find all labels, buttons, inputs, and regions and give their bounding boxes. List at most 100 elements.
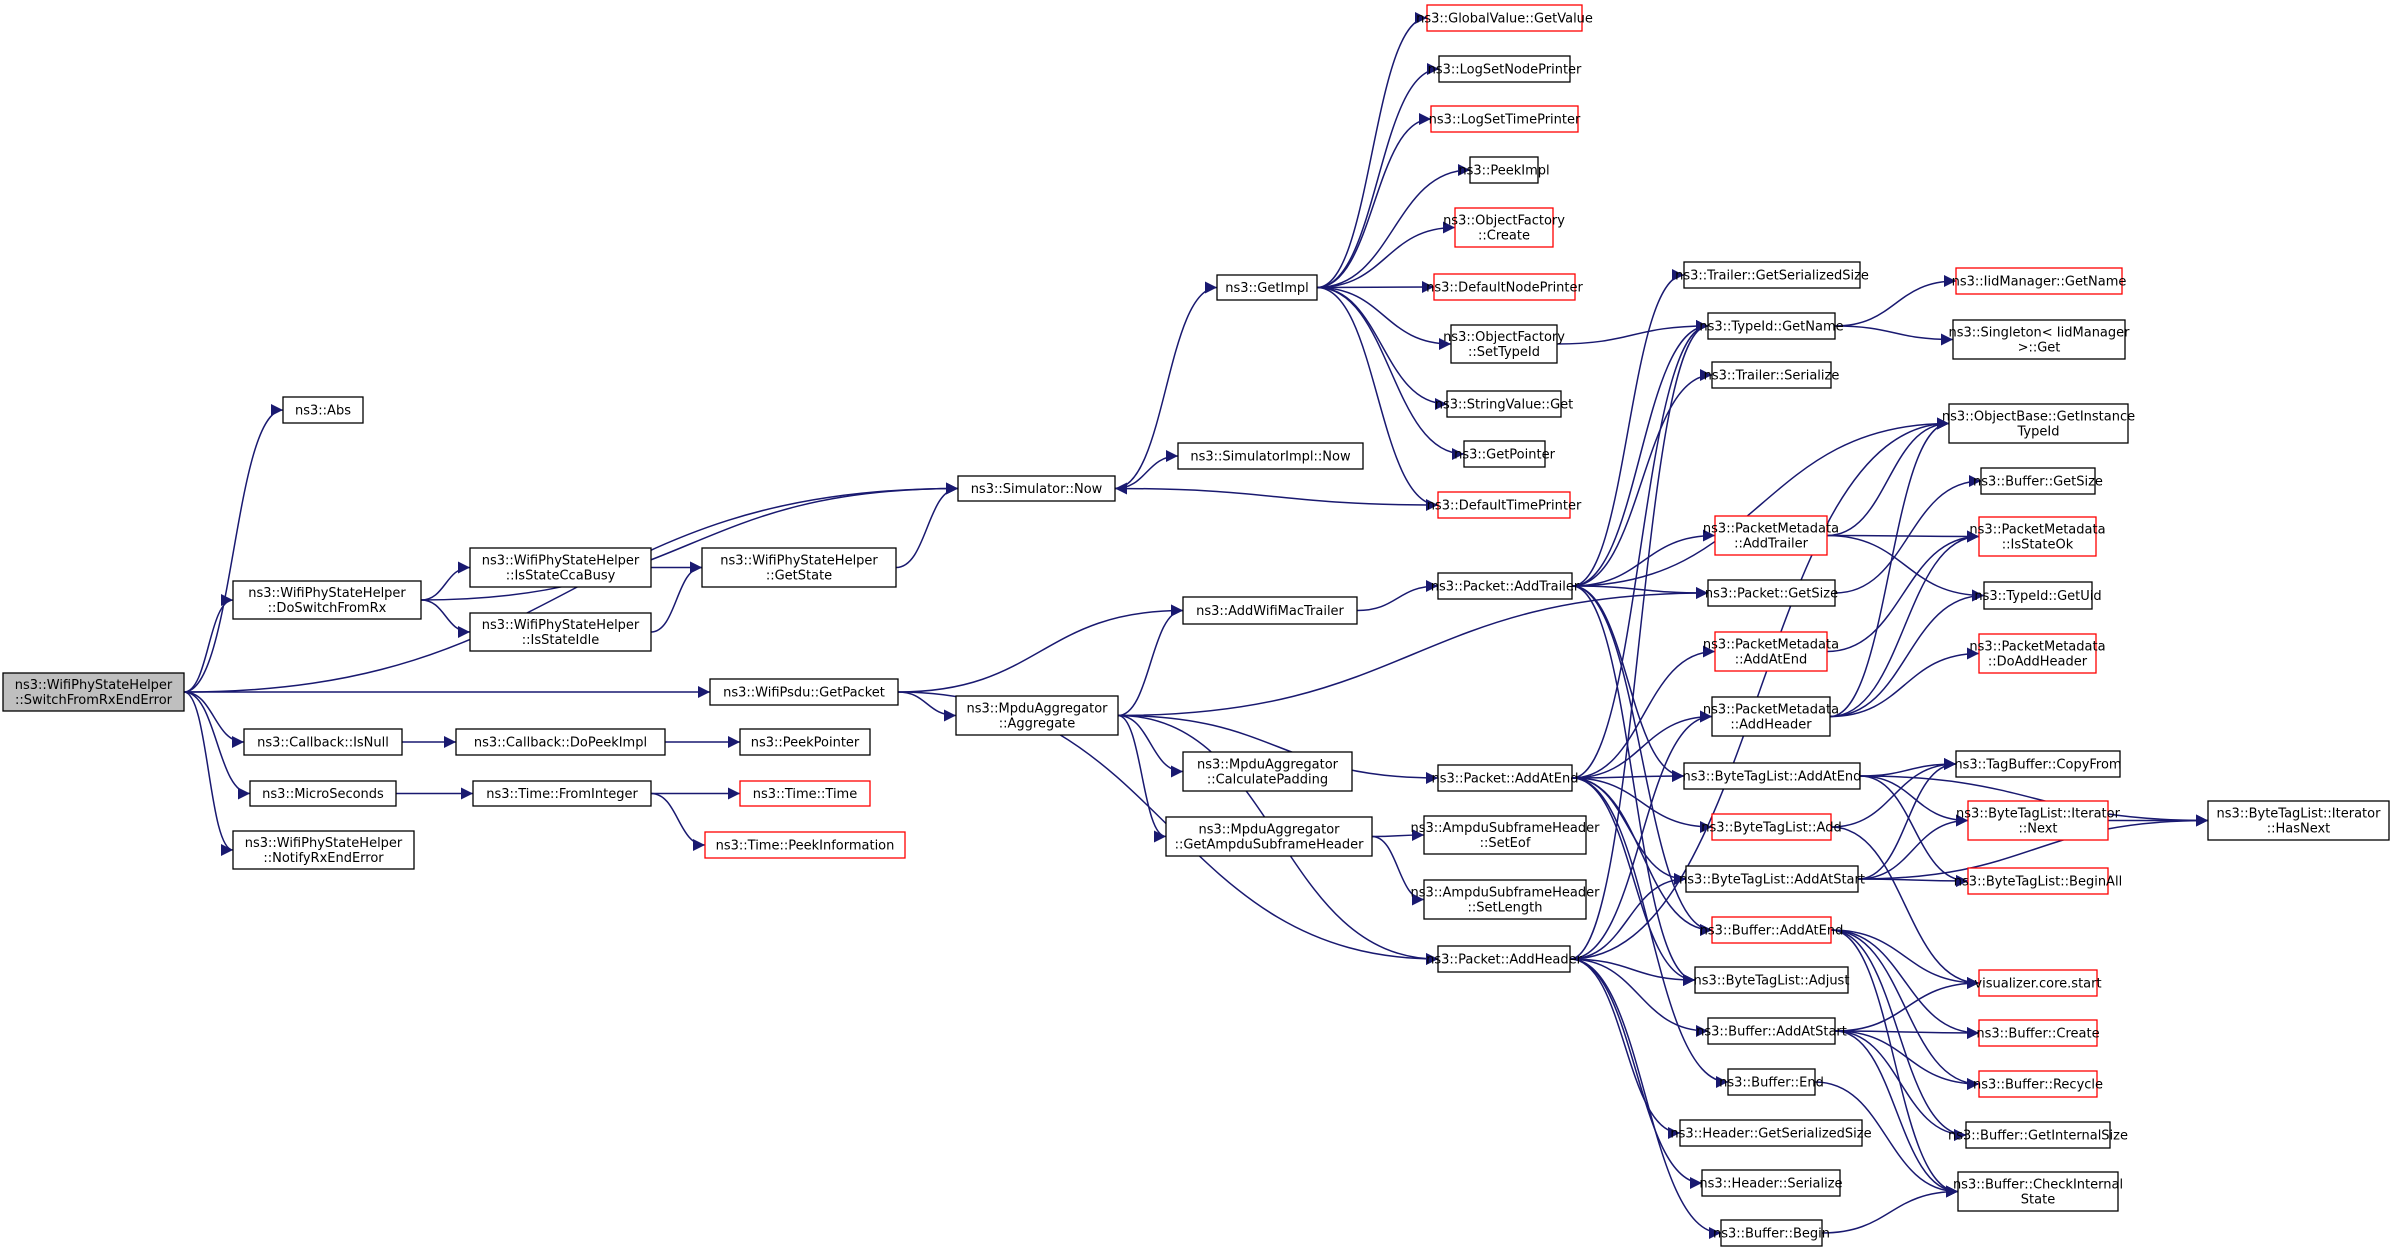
node-box-dopeek [455,728,666,756]
node-isidle[interactable]: ns3::WifiPhyStateHelper::IsStateIdle [469,612,652,652]
node-label-hdrsize-0: ns3::Header::GetSerializedSize [1670,1127,1871,1142]
node-box-doswitch [232,580,422,620]
edge-addheader-to-typename [1569,320,1709,960]
edge-bufaddatend-to-bufrecycle [1830,929,1980,1090]
node-pmaddtrailer[interactable]: ns3::PacketMetadata::AddTrailer [1703,515,1839,556]
node-label-calcpad-0: ns3::MpduAggregator [1197,758,1339,773]
node-simimplnow[interactable]: ns3::SimulatorImpl::Now [1177,442,1364,470]
node-abs[interactable]: ns3::Abs [282,396,364,424]
node-pktgetsize[interactable]: ns3::Packet::GetSize [1705,579,1838,607]
node-typename[interactable]: ns3::TypeId::GetName [1699,312,1844,340]
node-aggregate[interactable]: ns3::MpduAggregator::Aggregate [955,695,1119,736]
node-peekimpl[interactable]: ns3::PeekImpl [1458,156,1550,184]
node-btladd[interactable]: ns3::ByteTagList::Add [1701,813,1842,841]
node-vizstart[interactable]: visualizer.core.start [1974,969,2102,997]
node-box-simimplnow [1177,442,1364,470]
node-getampdu[interactable]: ns3::MpduAggregator::GetAmpduSubframeHea… [1165,816,1373,857]
edge-btladdatstart-to-btlhasnext [1857,814,2209,880]
node-bufinternal[interactable]: ns3::Buffer::GetInternalSize [1948,1121,2128,1149]
node-bufaddatend[interactable]: ns3::Buffer::AddAtEnd [1700,916,1844,944]
node-pmisstateok[interactable]: ns3::PacketMetadata::IsStateOk [1969,516,2106,557]
node-pmaddheader[interactable]: ns3::PacketMetadata::AddHeader [1703,696,1839,737]
node-ccabusy[interactable]: ns3::WifiPhyStateHelper::IsStateCcaBusy [469,547,652,588]
node-addatend[interactable]: ns3::Packet::AddAtEnd [1432,764,1579,792]
node-btlhasnext[interactable]: ns3::ByteTagList::Iterator::HasNext [2207,800,2390,841]
node-gvgetvalue[interactable]: ns3::GlobalValue::GetValue [1416,4,1593,32]
edge-pmaddheader-to-objgettid [1829,417,1950,718]
node-addmac[interactable]: ns3::AddWifiMacTrailer [1182,596,1358,625]
node-defnode[interactable]: ns3::DefaultNodePrinter [1426,273,1584,301]
edge-aggregate-to-addatend [1117,714,1439,784]
node-bufend[interactable]: ns3::Buffer::End [1719,1068,1824,1096]
node-getimpl[interactable]: ns3::GetImpl [1216,274,1318,301]
node-doswitch[interactable]: ns3::WifiPhyStateHelper::DoSwitchFromRx [232,580,422,620]
node-addtrailer[interactable]: ns3::Packet::AddTrailer [1431,572,1580,600]
node-box-ampdulen [1423,879,1587,920]
node-box-bufinternal [1965,1121,2111,1149]
node-bufcreate[interactable]: ns3::Buffer::Create [1976,1019,2100,1047]
node-label-peekimpl-0: ns3::PeekImpl [1458,164,1549,179]
node-getpacket[interactable]: ns3::WifiPsdu::GetPacket [709,678,899,706]
node-label-simimplnow-0: ns3::SimulatorImpl::Now [1190,450,1351,465]
node-label-aggregate-1: ::Aggregate [999,717,1076,732]
node-getstate[interactable]: ns3::WifiPhyStateHelper::GetState [701,547,897,588]
node-box-logtime [1430,105,1579,133]
node-bufgetsize[interactable]: ns3::Buffer::GetSize [1973,467,2103,495]
node-btladjust[interactable]: ns3::ByteTagList::Adjust [1694,966,1850,994]
node-strget[interactable]: ns3::StringValue::Get [1435,390,1573,418]
node-pmdoaddheader[interactable]: ns3::PacketMetadata::DoAddHeader [1969,633,2106,674]
node-isnull[interactable]: ns3::Callback::IsNull [243,728,403,756]
node-box-gvgetvalue [1426,4,1583,32]
node-ampdulen[interactable]: ns3::AmpduSubframeHeader::SetLength [1411,879,1601,920]
node-singleton[interactable]: ns3::Singleton< IidManager>::Get [1948,319,2130,360]
node-ampdueof[interactable]: ns3::AmpduSubframeHeader::SetEof [1411,815,1601,855]
edge-getpacket-to-addmac [897,604,1184,693]
node-ofsettype[interactable]: ns3::ObjectFactory::SetTypeId [1443,324,1565,364]
node-addheader[interactable]: ns3::Packet::AddHeader [1426,945,1583,973]
node-dopeek[interactable]: ns3::Callback::DoPeekImpl [455,728,666,756]
node-label-getampdu-0: ns3::MpduAggregator [1198,823,1340,838]
node-tagcopyfrom[interactable]: ns3::TagBuffer::CopyFrom [1954,750,2122,778]
node-hdrser[interactable]: ns3::Header::Serialize [1699,1169,1843,1197]
node-calcpad[interactable]: ns3::MpduAggregator::CalculatePadding [1182,751,1353,792]
node-label-btlhasnext-1: ::HasNext [2267,822,2331,837]
node-peekptr[interactable]: ns3::PeekPointer [739,728,871,756]
node-peekinfo[interactable]: ns3::Time::PeekInformation [704,831,906,859]
node-root[interactable]: ns3::WifiPhyStateHelper::SwitchFromRxEnd… [2,672,185,712]
node-btlnext[interactable]: ns3::ByteTagList::Iterator::Next [1956,800,2121,841]
node-iidname[interactable]: ns3::IidManager::GetName [1952,267,2127,295]
node-lognode[interactable]: ns3::LogSetNodePrinter [1428,55,1582,83]
node-label-vizstart-0: visualizer.core.start [1974,977,2101,992]
node-box-pmdoaddheader [1978,633,2097,674]
node-btladdatstart[interactable]: ns3::ByteTagList::AddAtStart [1679,865,1865,893]
node-label-addheader-0: ns3::Packet::AddHeader [1426,953,1582,968]
node-box-hdrser [1701,1169,1841,1197]
node-deftime[interactable]: ns3::DefaultTimePrinter [1427,491,1582,519]
edge-addatend-to-btladjust [1571,777,1696,986]
node-notify[interactable]: ns3::WifiPhyStateHelper::NotifyRxEndErro… [232,830,415,870]
node-pmaddatend[interactable]: ns3::PacketMetadata::AddAtEnd [1703,631,1839,672]
node-box-simnow [957,475,1116,502]
node-getptr[interactable]: ns3::GetPointer [1454,440,1556,468]
node-ofcreate[interactable]: ns3::ObjectFactory::Create [1443,207,1565,248]
edge-typename-to-singleton [1834,325,1954,346]
node-btlbeginall[interactable]: ns3::ByteTagList::BeginAll [1954,867,2122,895]
node-hdrsize[interactable]: ns3::Header::GetSerializedSize [1670,1119,1872,1147]
node-bufbegin[interactable]: ns3::Buffer::Begin [1713,1219,1830,1247]
node-box-getimpl [1216,274,1318,301]
node-label-ccabusy-0: ns3::WifiPhyStateHelper [482,554,640,569]
edge-pmaddtrailer-to-pmisstateok [1826,530,1980,543]
node-logtime[interactable]: ns3::LogSetTimePrinter [1429,105,1581,133]
node-bufaddatstart[interactable]: ns3::Buffer::AddAtStart [1696,1017,1847,1045]
node-trailersize[interactable]: ns3::Trailer::GetSerializedSize [1675,261,1869,289]
node-btladdatend[interactable]: ns3::ByteTagList::AddAtEnd [1683,762,1862,790]
node-fromint[interactable]: ns3::Time::FromInteger [472,780,652,807]
node-typeuid[interactable]: ns3::TypeId::GetUid [1974,581,2102,610]
node-bufrecycle[interactable]: ns3::Buffer::Recycle [1973,1070,2103,1098]
node-simnow[interactable]: ns3::Simulator::Now [957,475,1116,502]
node-time[interactable]: ns3::Time::Time [739,780,871,807]
node-micro[interactable]: ns3::MicroSeconds [249,780,397,807]
node-trailerser[interactable]: ns3::Trailer::Serialize [1704,361,1840,389]
